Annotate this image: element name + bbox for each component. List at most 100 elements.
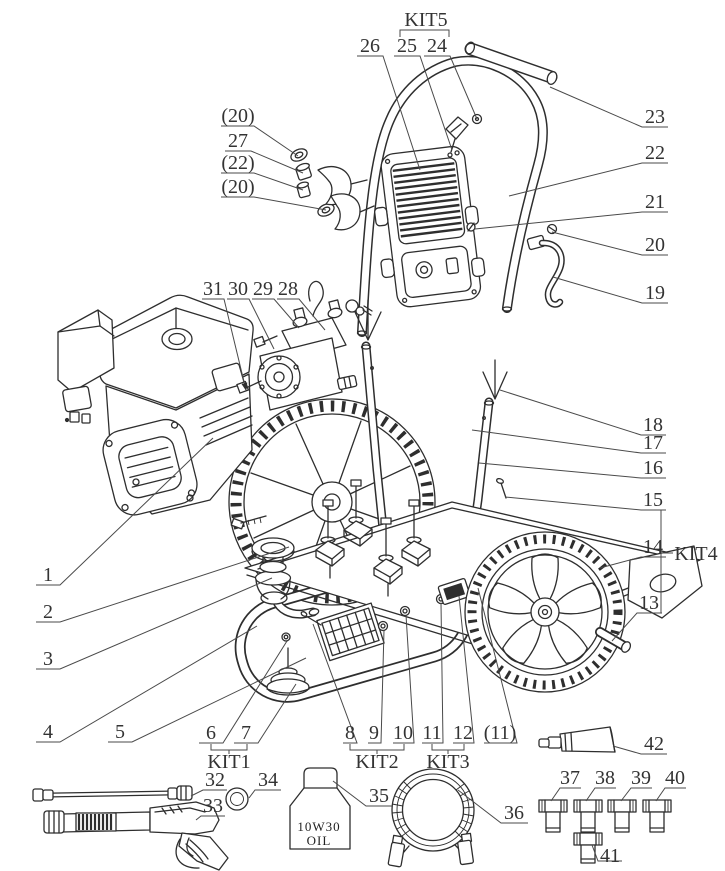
part-label-37: 37	[560, 767, 580, 789]
console-panel-illustration	[374, 113, 486, 308]
part-label-13: 13	[639, 592, 659, 614]
leader-line-21	[474, 211, 668, 230]
nozzles-illustration	[538, 799, 672, 864]
part-label-21: 21	[645, 191, 665, 213]
leader-line-40	[655, 787, 686, 802]
part-label-12: 12	[453, 722, 473, 744]
leader-line-11	[422, 602, 444, 744]
leader-line-16	[478, 462, 666, 479]
nozzle-37	[538, 799, 568, 833]
soap-nozzle-illustration	[538, 726, 616, 753]
leader-line-14	[599, 556, 666, 569]
leader-line-24	[424, 55, 478, 120]
leader-line-10	[393, 614, 415, 744]
hose-hook-illustration	[526, 223, 565, 308]
nozzle-40	[642, 799, 672, 833]
leader-line-2	[36, 546, 290, 623]
pump-illustration	[236, 280, 373, 411]
platform-hardware-illustration	[230, 477, 507, 696]
leader-line-37	[550, 787, 581, 802]
part-label-32: 32	[205, 769, 225, 791]
part-label-11: 11	[422, 722, 441, 744]
part-label-14: 14	[643, 536, 663, 558]
leader-line-12	[453, 595, 475, 744]
leader-line-7	[234, 683, 297, 744]
part-label-22p: (22)	[221, 152, 254, 174]
leader-line-26	[357, 55, 421, 171]
leader-line-19	[552, 276, 668, 304]
kit3-bracket-0	[431, 744, 465, 751]
leader-line-17	[471, 429, 666, 454]
part-label-kit3: KIT3	[426, 751, 469, 773]
leader-line-30	[227, 298, 275, 350]
part-label-6: 6	[206, 722, 216, 744]
insert-arrow-left	[354, 299, 382, 341]
leader-line-8	[312, 623, 358, 744]
part-label-34: 34	[258, 769, 278, 791]
part-label-19: 19	[645, 282, 665, 304]
part-label-40: 40	[665, 767, 685, 789]
leader-line-13	[611, 612, 662, 642]
part-label-28: 28	[278, 278, 298, 300]
part-label-29: 29	[253, 278, 273, 300]
leader-line-42	[612, 745, 667, 755]
leader-line-20p-a	[221, 125, 299, 157]
part-label-20p-a: (20)	[221, 105, 254, 127]
isolator-mount	[343, 479, 373, 547]
part-label-10: 10	[393, 722, 413, 744]
oil-bottle-text-line2: OIL	[307, 833, 332, 848]
isolator-mount	[373, 517, 403, 597]
leader-line-33	[195, 815, 225, 821]
part-label-23: 23	[645, 106, 665, 128]
leader-line-11p	[477, 587, 518, 744]
leader-line-3	[36, 577, 273, 670]
part-label-17: 17	[643, 432, 663, 454]
part-label-38: 38	[595, 767, 615, 789]
leader-line-18	[499, 389, 666, 436]
handle-tube-illustration	[356, 55, 548, 337]
leader-line-9	[368, 629, 385, 744]
part-label-33: 33	[203, 795, 223, 817]
leader-line-1	[36, 437, 214, 586]
part-label-5: 5	[115, 721, 125, 743]
nozzle-39	[607, 799, 637, 833]
leader-line-27	[225, 150, 304, 174]
leader-line-20p-b	[221, 196, 327, 211]
grip-tube-illustration	[464, 41, 558, 85]
nozzle-41	[573, 832, 603, 864]
part-label-16: 16	[643, 457, 663, 479]
part-label-18: 18	[643, 414, 663, 436]
leader-line-20	[551, 231, 668, 256]
leader-line-39	[620, 787, 652, 802]
leader-line-29	[252, 298, 300, 329]
leader-line-23	[549, 86, 668, 128]
part-label-3: 3	[43, 648, 53, 670]
leader-line-28	[277, 298, 326, 331]
leader-line-25	[394, 55, 453, 151]
leader-line-22	[508, 162, 668, 197]
hose-illustration	[387, 768, 475, 868]
part-label-42: 42	[644, 733, 664, 755]
leader-line-38	[585, 787, 616, 802]
nozzle-38	[573, 799, 603, 833]
isolator-mount	[315, 499, 345, 579]
handle-clamp-illustration	[290, 148, 375, 231]
leader-line-22p	[221, 172, 304, 191]
part-label-7: 7	[241, 722, 251, 744]
part-label-8: 8	[345, 722, 355, 744]
part-label-9: 9	[369, 722, 379, 744]
part-label-1: 1	[43, 564, 53, 586]
part-label-35: 35	[369, 785, 389, 807]
axle-pin	[595, 627, 632, 653]
part-label-2: 2	[43, 601, 53, 623]
part-label-kit1: KIT1	[207, 751, 250, 773]
kit5-bracket-0	[399, 29, 450, 37]
latch-pad	[437, 577, 471, 605]
part-label-4: 4	[43, 721, 53, 743]
engine-illustration	[57, 294, 254, 516]
part-label-kit2: KIT2	[355, 751, 398, 773]
part-label-31: 31	[203, 278, 223, 300]
